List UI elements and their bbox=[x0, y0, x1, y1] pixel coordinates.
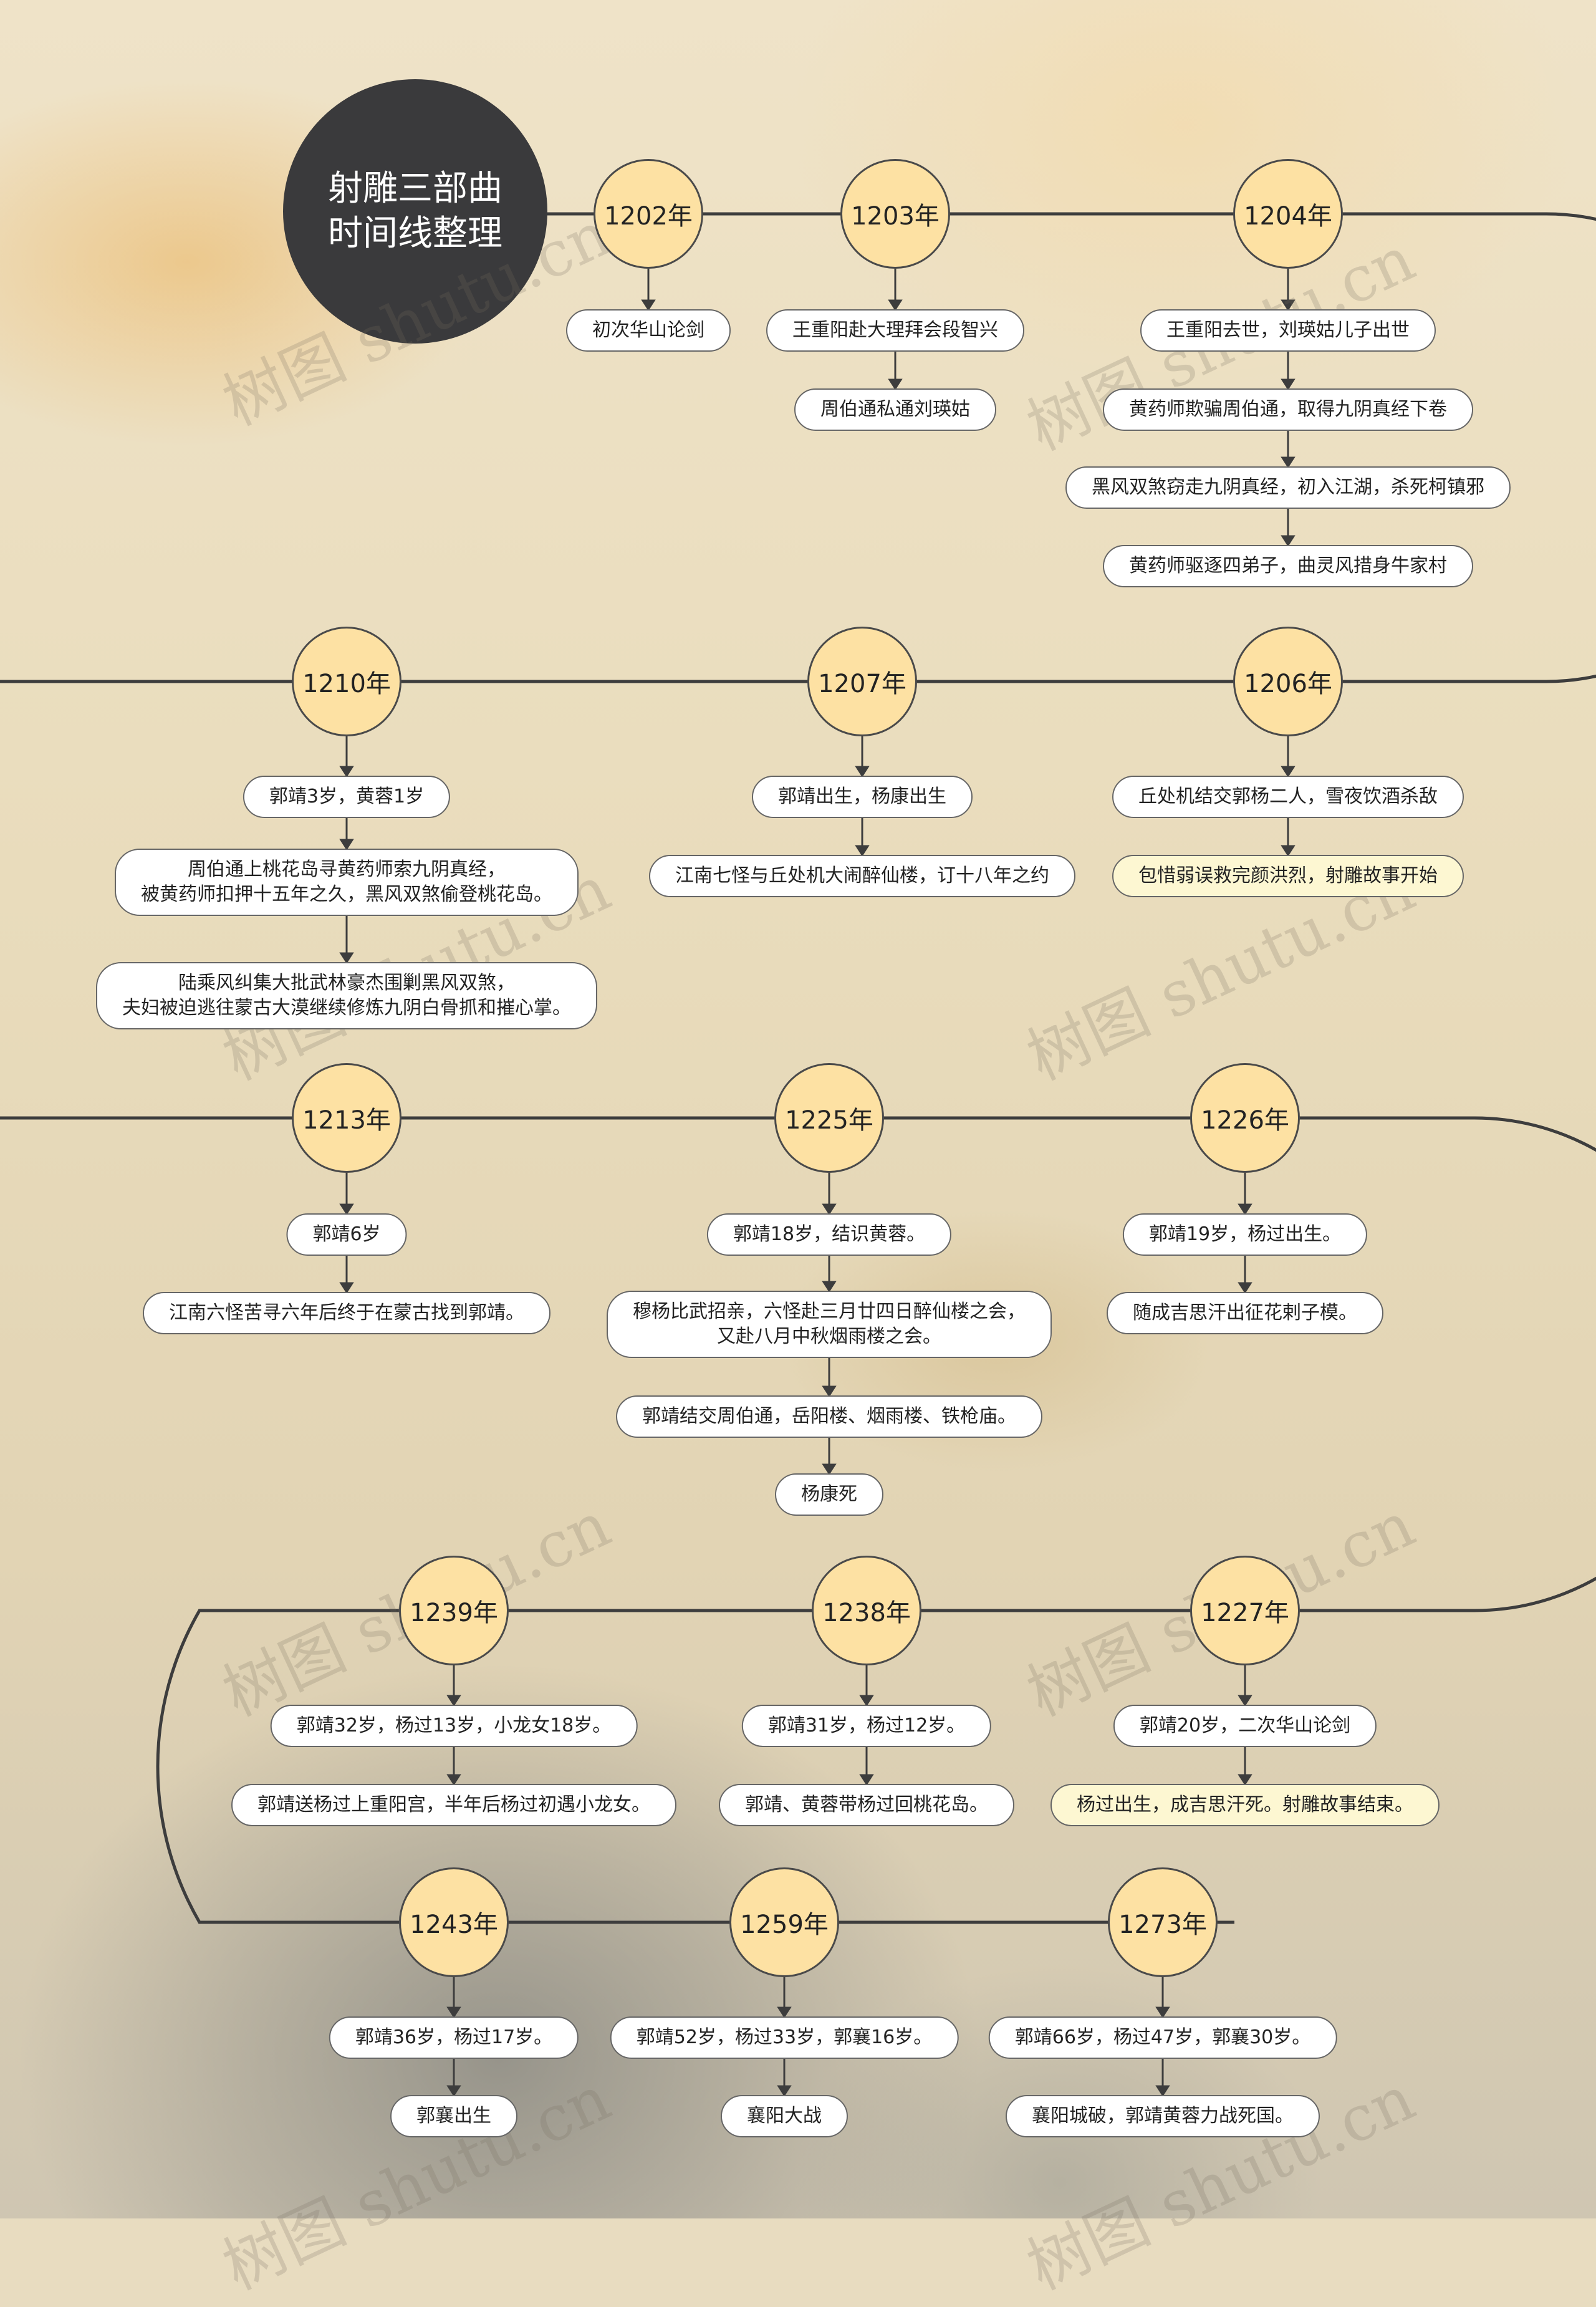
event-box: 初次华山论剑 bbox=[566, 309, 731, 352]
title-line-1: 射雕三部曲 bbox=[328, 168, 502, 209]
connector-arrowhead bbox=[339, 1282, 354, 1294]
event-box: 郭靖送杨过上重阳宫，半年后杨过初遇小龙女。 bbox=[231, 1784, 676, 1826]
event-text-line: 周伯通上桃花岛寻黄药师索九阴真经， bbox=[188, 859, 506, 880]
connector-arrowhead bbox=[1238, 1282, 1252, 1294]
event-box: 郭靖32岁，杨过13岁，小龙女18岁。 bbox=[270, 1705, 638, 1747]
event-box: 黄药师欺骗周伯通，取得九阴真经下卷 bbox=[1103, 388, 1473, 431]
connector-arrowhead bbox=[822, 1385, 837, 1397]
event-box: 杨过出生，成吉思汗死。射雕故事结束。 bbox=[1050, 1784, 1440, 1826]
year-node: 1226年 bbox=[1190, 1063, 1300, 1173]
year-node: 1203年 bbox=[840, 159, 950, 269]
connector-arrowhead bbox=[339, 952, 354, 964]
connector-arrowhead bbox=[888, 299, 903, 311]
event-box: 郭靖52岁，杨过33岁，郭襄16岁。 bbox=[610, 2016, 959, 2059]
connector-arrowhead bbox=[859, 1774, 874, 1786]
connector-arrowhead bbox=[446, 2085, 461, 2097]
connector-arrowhead bbox=[1281, 378, 1296, 390]
event-box: 郭靖结交周伯通，岳阳楼、烟雨楼、铁枪庙。 bbox=[616, 1395, 1042, 1438]
year-node: 1204年 bbox=[1233, 159, 1343, 269]
connector-arrowhead bbox=[446, 2006, 461, 2018]
connector-arrowhead bbox=[822, 1203, 837, 1215]
event-box: 郭靖18岁，结识黄蓉。 bbox=[706, 1213, 952, 1256]
connector-arrowhead bbox=[641, 299, 656, 311]
event-box: 襄阳大战 bbox=[721, 2095, 848, 2137]
connector-arrowhead bbox=[1281, 299, 1296, 311]
year-node: 1243年 bbox=[399, 1867, 509, 1977]
connector-arrowhead bbox=[1238, 1695, 1252, 1707]
year-node: 1227年 bbox=[1190, 1556, 1300, 1665]
event-text-line: 陆乘风纠集大批武林豪杰围剿黑风双煞， bbox=[178, 972, 515, 994]
connector-arrowhead bbox=[446, 1695, 461, 1707]
connector-arrowhead bbox=[446, 1774, 461, 1786]
event-box: 周伯通上桃花岛寻黄药师索九阴真经， 被黄药师扣押十五年之久，黑风双煞偷登桃花岛。 bbox=[115, 849, 579, 916]
event-box: 郭靖19岁，杨过出生。 bbox=[1122, 1213, 1368, 1256]
timeline-title-badge: 射雕三部曲 时间线整理 bbox=[283, 79, 547, 344]
connector-arrowhead bbox=[1155, 2085, 1170, 2097]
event-box: 郭靖31岁，杨过12岁。 bbox=[741, 1705, 992, 1747]
connector-arrowhead bbox=[822, 1463, 837, 1475]
connector-arrowhead bbox=[777, 2006, 792, 2018]
event-text-line: 夫妇被迫逃往蒙古大漠继续修炼九阴白骨抓和摧心掌。 bbox=[122, 997, 571, 1019]
event-box: 郭襄出生 bbox=[390, 2095, 517, 2137]
event-box: 郭靖6岁 bbox=[286, 1213, 407, 1256]
event-box: 王重阳去世，刘瑛姑儿子出世 bbox=[1140, 309, 1436, 352]
event-box: 江南七怪与丘处机大闹醉仙楼，订十八年之约 bbox=[649, 855, 1075, 897]
connector-arrowhead bbox=[339, 1203, 354, 1215]
connector-arrowhead bbox=[339, 766, 354, 778]
connector-arrowhead bbox=[855, 766, 870, 778]
year-node: 1213年 bbox=[292, 1063, 401, 1173]
event-text-line: 被黄药师扣押十五年之久，黑风双煞偷登桃花岛。 bbox=[141, 884, 552, 905]
event-box: 郭靖20岁，二次华山论剑 bbox=[1113, 1705, 1377, 1747]
event-box: 杨康死 bbox=[775, 1473, 883, 1516]
connector-arrowhead bbox=[1238, 1203, 1252, 1215]
event-box: 包惜弱误救完颜洪烈，射雕故事开始 bbox=[1112, 855, 1464, 897]
connector-arrowhead bbox=[888, 378, 903, 390]
connector-arrowhead bbox=[1281, 766, 1296, 778]
event-box: 穆杨比武招亲，六怪赴三月廿四日醉仙楼之会， 又赴八月中秋烟雨楼之会。 bbox=[607, 1291, 1052, 1358]
timeline-spine bbox=[0, 212, 1596, 2097]
event-box: 襄阳城破，郭靖黄蓉力战死国。 bbox=[1006, 2095, 1320, 2137]
connector-arrowhead bbox=[777, 2085, 792, 2097]
event-box: 丘处机结交郭杨二人，雪夜饮酒杀敌 bbox=[1112, 776, 1464, 818]
connector-arrowhead bbox=[1238, 1774, 1252, 1786]
connector-arrowhead bbox=[1281, 535, 1296, 547]
year-node: 1225年 bbox=[774, 1063, 884, 1173]
connector-arrowhead bbox=[1281, 845, 1296, 857]
year-node: 1273年 bbox=[1108, 1867, 1218, 1977]
event-text-line: 又赴八月中秋烟雨楼之会。 bbox=[717, 1326, 941, 1347]
event-box: 郭靖36岁，杨过17岁。 bbox=[329, 2016, 579, 2059]
event-box: 郭靖、黄蓉带杨过回桃花岛。 bbox=[719, 1784, 1014, 1826]
event-box: 郭靖66岁，杨过47岁，郭襄30岁。 bbox=[988, 2016, 1337, 2059]
event-box: 郭靖3岁，黄蓉1岁 bbox=[243, 776, 451, 818]
year-node: 1210年 bbox=[292, 627, 401, 736]
connector-arrowhead bbox=[859, 1695, 874, 1707]
event-box: 周伯通私通刘瑛姑 bbox=[794, 388, 996, 431]
year-node: 1259年 bbox=[729, 1867, 839, 1977]
event-box: 陆乘风纠集大批武林豪杰围剿黑风双煞， 夫妇被迫逃往蒙古大漠继续修炼九阴白骨抓和摧心… bbox=[96, 962, 597, 1029]
year-node: 1239年 bbox=[399, 1556, 509, 1665]
event-box: 江南六怪苦寻六年后终于在蒙古找到郭靖。 bbox=[143, 1292, 550, 1334]
title-line-2: 时间线整理 bbox=[328, 213, 502, 254]
event-box: 随成吉思汗出征花剌子模。 bbox=[1107, 1292, 1383, 1334]
event-text-line: 穆杨比武招亲，六怪赴三月廿四日醉仙楼之会， bbox=[633, 1301, 1026, 1322]
connector-arrowhead bbox=[855, 845, 870, 857]
event-box: 黑风双煞窃走九阴真经，初入江湖，杀死柯镇邪 bbox=[1065, 466, 1511, 509]
event-box: 郭靖出生，杨康出生 bbox=[752, 776, 973, 818]
connector-arrowhead bbox=[1281, 456, 1296, 468]
connector-arrowhead bbox=[822, 1281, 837, 1293]
year-node: 1238年 bbox=[812, 1556, 921, 1665]
event-box: 黄药师驱逐四弟子，曲灵风措身牛家村 bbox=[1103, 545, 1473, 587]
connector-arrowhead bbox=[339, 839, 354, 850]
year-node: 1202年 bbox=[594, 159, 703, 269]
connector-arrowhead bbox=[1155, 2006, 1170, 2018]
year-node: 1206年 bbox=[1233, 627, 1343, 736]
year-node: 1207年 bbox=[807, 627, 917, 736]
event-box: 王重阳赴大理拜会段智兴 bbox=[766, 309, 1024, 352]
